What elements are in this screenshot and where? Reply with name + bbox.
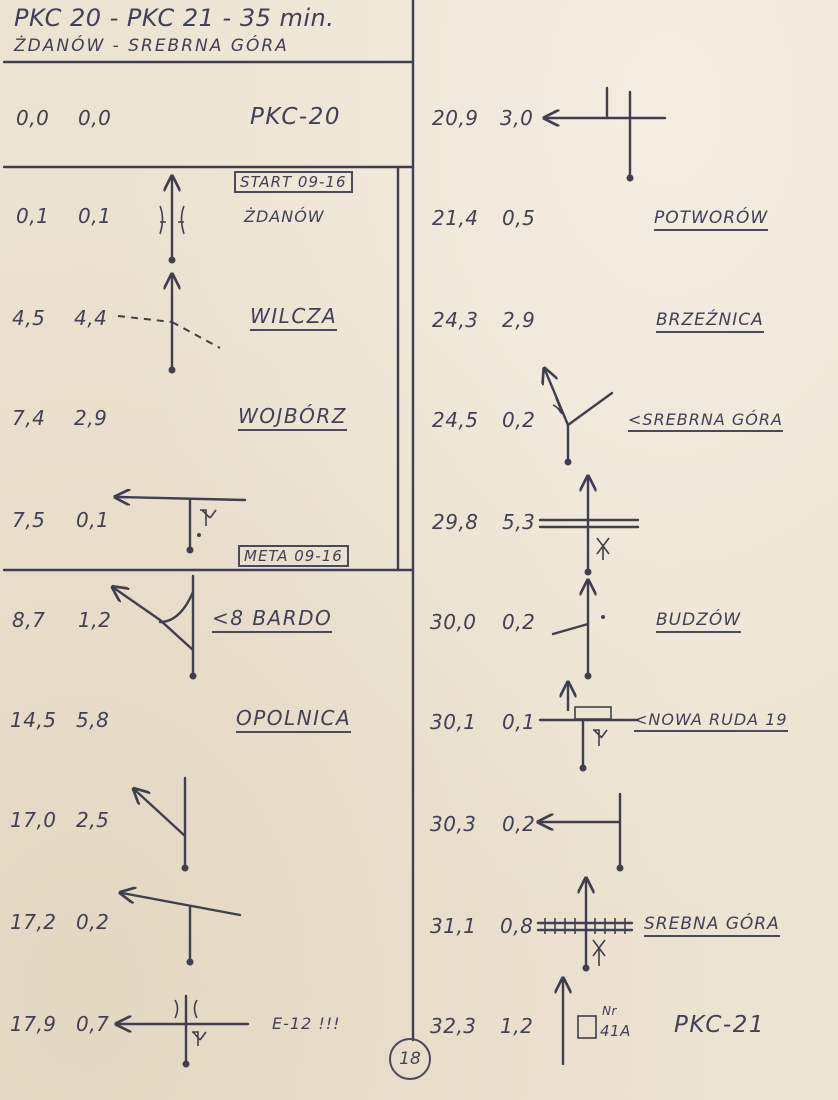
diagram-srebrna-gora <box>545 370 614 466</box>
right-row-3-name: <SREBRNA GÓRA <box>628 410 783 432</box>
right-row-8-partial: 0,8 <box>500 914 534 938</box>
left-row-7-total: 17,0 <box>10 808 57 832</box>
right-row-9-partial: 1,2 <box>500 1014 534 1038</box>
left-row-5-total: 8,7 <box>12 608 46 632</box>
right-row-0-partial: 3,0 <box>500 106 534 130</box>
right-row-9-name: PKC-21 <box>674 1012 765 1038</box>
left-row-0-total: 0,0 <box>16 106 50 130</box>
right-row-5-name: BUDZÓW <box>656 610 742 633</box>
right-row-5-partial: 0,2 <box>502 610 536 634</box>
left-row-9-partial: 0,7 <box>76 1012 110 1036</box>
right-row-1-partial: 0,5 <box>502 206 536 230</box>
diagram-pkc21 <box>563 980 597 1066</box>
right-row-3-partial: 0,2 <box>502 408 536 432</box>
left-row-6-partial: 5,8 <box>76 708 110 732</box>
box-ref-bottom: 41A <box>600 1022 631 1040</box>
left-row-4-partial: 0,1 <box>76 508 110 532</box>
right-row-3-total: 24,5 <box>432 408 479 432</box>
box-ref-top: Nr <box>602 1004 617 1018</box>
right-row-6-name: <NOWA RUDA 19 <box>634 710 788 732</box>
left-row-9-total: 17,9 <box>10 1012 57 1036</box>
left-row-2-partial: 4,4 <box>74 306 108 330</box>
left-row-1-total: 0,1 <box>16 204 50 228</box>
left-row-5-partial: 1,2 <box>78 608 112 632</box>
page-number-circle: 18 <box>389 1038 431 1080</box>
diagram-nowa-ruda <box>538 684 640 772</box>
table-frame <box>2 0 415 1042</box>
left-row-5-name: <8 BARDO <box>212 606 333 633</box>
diagram-17-9 <box>118 994 250 1068</box>
header-subtitle: ŻDANÓW - SREBRNA GÓRA <box>14 36 289 56</box>
right-row-5-total: 30,0 <box>430 610 477 634</box>
right-row-4-total: 29,8 <box>432 510 479 534</box>
right-row-0-total: 20,9 <box>432 106 479 130</box>
left-row-3-total: 7,4 <box>12 406 46 430</box>
right-row-1-total: 21,4 <box>432 206 479 230</box>
left-row-6-total: 14,5 <box>10 708 57 732</box>
diagram-30-3 <box>540 792 624 872</box>
left-row-2-name: WILCZA <box>250 304 338 331</box>
left-row-9-name: E-12 !!! <box>272 1014 341 1033</box>
diagram-bardo <box>114 574 197 680</box>
left-row-0-partial: 0,0 <box>78 106 112 130</box>
left-row-4-total: 7,5 <box>12 508 46 532</box>
diagram-zdanow <box>159 178 185 264</box>
diagram-srebna-gora-2 <box>536 880 634 972</box>
right-row-8-name: SREBNA GÓRA <box>644 914 780 937</box>
start-label: START 09-16 <box>234 171 353 193</box>
right-row-4-partial: 5,3 <box>502 510 536 534</box>
diagram-wilcza <box>117 276 221 374</box>
right-row-1-name: POTWORÓW <box>654 208 769 231</box>
left-row-0-name: PKC-20 <box>250 104 341 130</box>
right-row-9-total: 32,3 <box>430 1014 477 1038</box>
right-row-7-total: 30,3 <box>430 812 477 836</box>
right-row-2-total: 24,3 <box>432 308 479 332</box>
left-row-8-partial: 0,2 <box>76 910 110 934</box>
left-row-1-partial: 0,1 <box>78 204 112 228</box>
diagram-17-0 <box>135 776 189 872</box>
diagram-budzow <box>551 582 605 680</box>
right-row-6-partial: 0,1 <box>502 710 536 734</box>
right-row-2-partial: 2,9 <box>502 308 536 332</box>
right-row-6-total: 30,1 <box>430 710 477 734</box>
header-title: PKC 20 - PKC 21 - 35 min. <box>14 4 335 32</box>
left-row-3-partial: 2,9 <box>74 406 108 430</box>
left-row-6-name: OPOLNICA <box>236 706 352 733</box>
left-row-7-partial: 2,5 <box>76 808 110 832</box>
diagram-29-8 <box>538 478 640 576</box>
right-row-2-name: BRZEŹNICA <box>656 310 764 333</box>
left-row-3-name: WOJBÓRZ <box>238 404 347 431</box>
left-row-8-total: 17,2 <box>10 910 57 934</box>
diagram-20-9 <box>546 86 667 182</box>
page-number: 18 <box>399 1049 421 1069</box>
left-row-1-name: ŻDANÓW <box>244 207 325 226</box>
left-row-2-total: 4,5 <box>12 306 46 330</box>
diagram-7-5 <box>117 497 247 554</box>
meta-label: META 09-16 <box>238 545 349 567</box>
diagram-17-2 <box>122 893 242 966</box>
right-row-8-total: 31,1 <box>430 914 477 938</box>
right-row-7-partial: 0,2 <box>502 812 536 836</box>
